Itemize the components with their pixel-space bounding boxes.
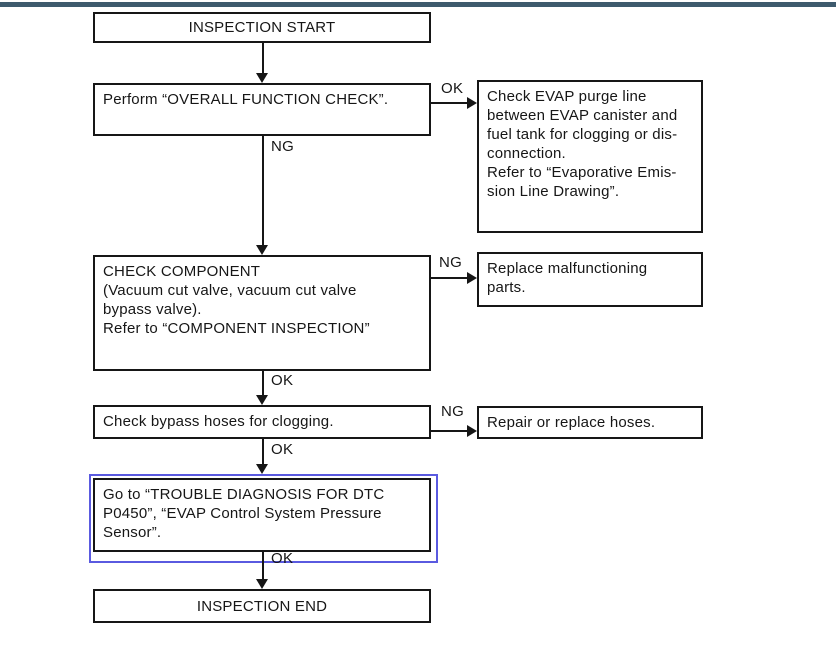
arrow-component-to-bypass-line (262, 371, 264, 396)
node-goto-dtc-p0450-label: Go to “TROUBLE DIAGNOSIS FOR DTC P0450”,… (103, 486, 385, 541)
node-check-component: CHECK COMPONENT (Vacuum cut valve, vacuu… (93, 255, 431, 371)
node-overall-function-check-label: Perform “OVERALL FUNCTION CHECK”. (103, 91, 389, 108)
node-replace-parts: Replace malfunctioning parts. (477, 252, 703, 307)
arrow-component-to-replace-arrowhead (467, 272, 477, 284)
node-overall-function-check: Perform “OVERALL FUNCTION CHECK”. (93, 83, 431, 136)
arrow-goto-to-end-arrowhead (256, 579, 268, 589)
node-bypass-hoses-label: Check bypass hoses for clogging. (103, 413, 334, 430)
edge-label-bypass-ng: NG (441, 403, 465, 420)
edge-label-component-ok: OK (271, 372, 294, 389)
edge-label-component-ng: NG (439, 254, 463, 271)
arrow-start-to-overall-arrowhead (256, 73, 268, 83)
node-inspection-start: INSPECTION START (93, 12, 431, 43)
arrow-bypass-to-repair-line (431, 430, 468, 432)
node-inspection-end: INSPECTION END (93, 589, 431, 623)
node-bypass-hoses: Check bypass hoses for clogging. (93, 405, 431, 439)
arrow-start-to-overall-line (262, 43, 264, 74)
node-replace-parts-label: Replace malfunctioning parts. (487, 260, 648, 296)
edge-label-overall-ng: NG (271, 138, 295, 155)
node-repair-hoses-label: Repair or replace hoses. (487, 414, 656, 431)
arrow-overall-to-component-arrowhead (256, 245, 268, 255)
node-check-component-label: CHECK COMPONENT (Vacuum cut valve, vacuu… (103, 263, 370, 337)
top-divider-bar (0, 2, 836, 7)
edge-label-bypass-ok: OK (271, 441, 294, 458)
arrow-overall-to-evap-arrowhead (467, 97, 477, 109)
arrow-overall-to-evap-line (431, 102, 468, 104)
arrow-component-to-bypass-arrowhead (256, 395, 268, 405)
arrow-component-to-replace-line (431, 277, 468, 279)
node-evap-purge-line-label: Check EVAP purge line between EVAP canis… (487, 88, 678, 200)
node-inspection-end-label: INSPECTION END (196, 597, 328, 615)
arrow-bypass-to-goto-arrowhead (256, 464, 268, 474)
edge-label-goto-ok: OK (271, 550, 294, 567)
arrow-overall-to-component-line (262, 136, 264, 246)
arrow-bypass-to-repair-arrowhead (467, 425, 477, 437)
node-inspection-start-label: INSPECTION START (188, 19, 336, 36)
edge-label-overall-ok: OK (441, 80, 464, 97)
node-evap-purge-line: Check EVAP purge line between EVAP canis… (477, 80, 703, 233)
arrow-goto-to-end-line (262, 552, 264, 580)
node-goto-dtc-p0450: Go to “TROUBLE DIAGNOSIS FOR DTC P0450”,… (93, 478, 431, 552)
arrow-bypass-to-goto-line (262, 439, 264, 465)
node-repair-hoses: Repair or replace hoses. (477, 406, 703, 439)
